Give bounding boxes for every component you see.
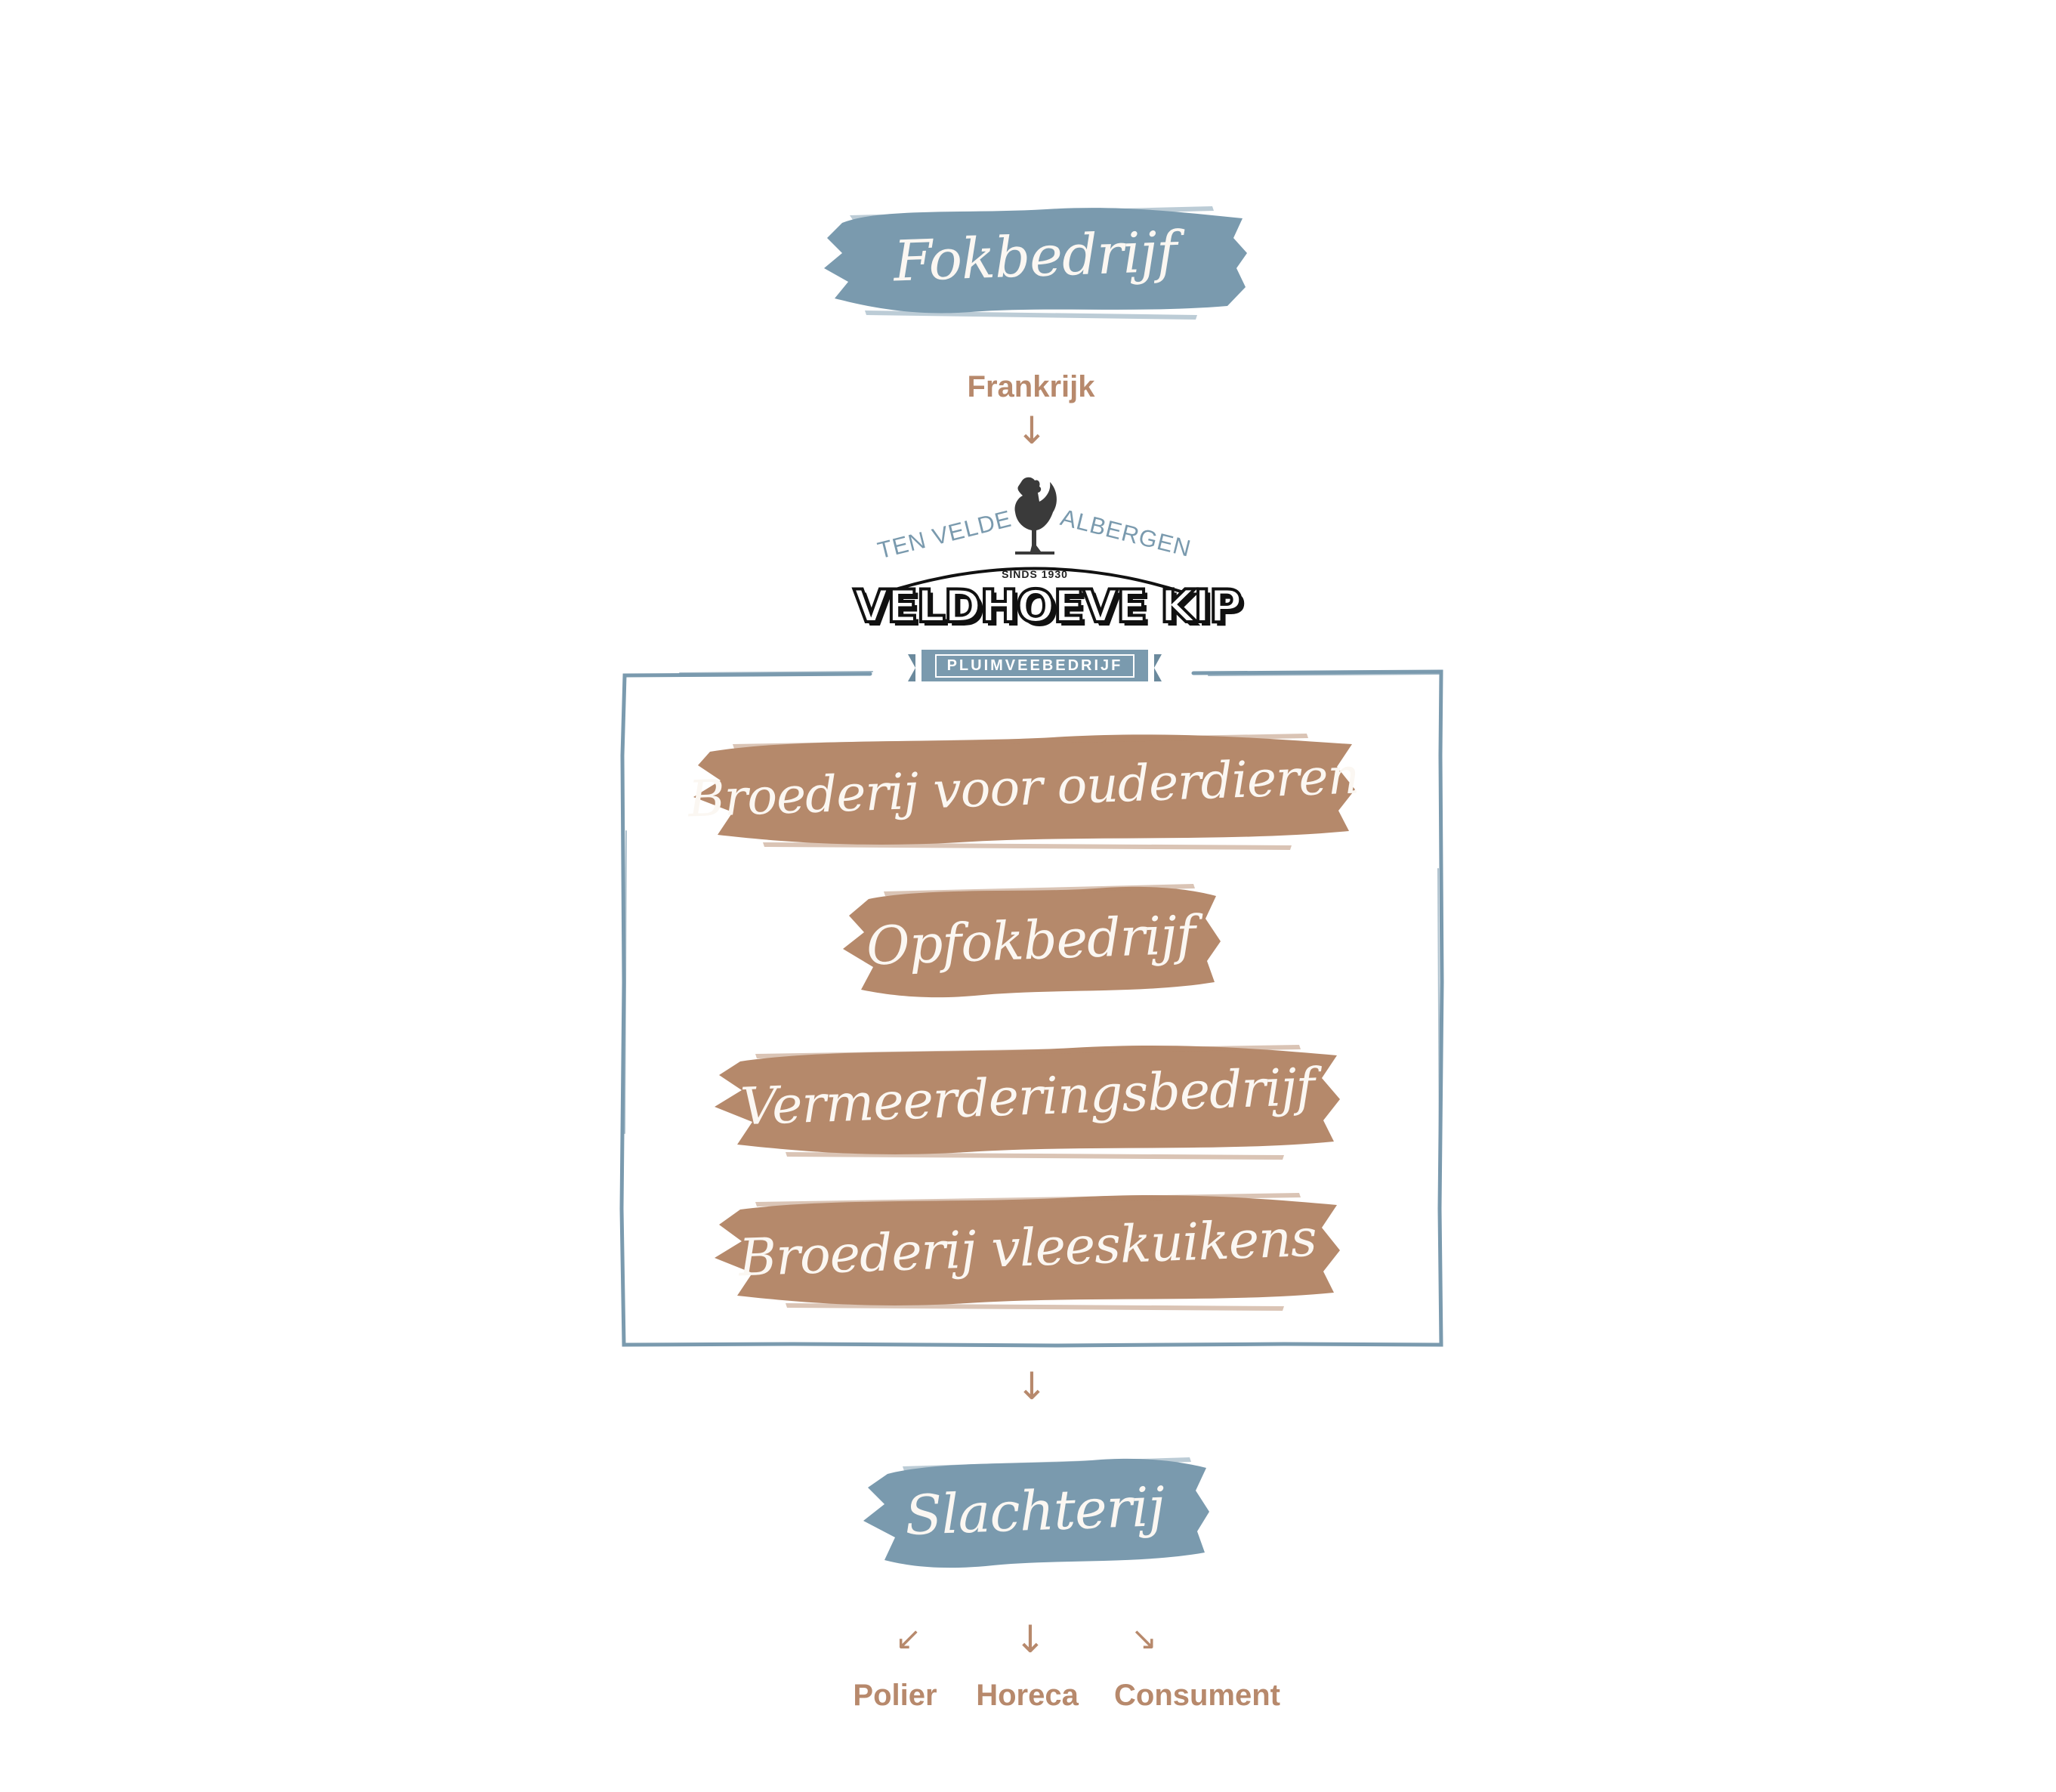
stage-broederij-vleeskuikens: Broederij vleeskuikens xyxy=(710,1182,1344,1315)
outlet-horeca: Horeca xyxy=(976,1679,1079,1712)
logo-ribbon: PLUIMVEEBEDRIJF xyxy=(908,650,1162,681)
arrow-down-right-icon: ↘ xyxy=(1131,1620,1158,1657)
outlet-consument: Consument xyxy=(1114,1679,1280,1712)
stage-opfokbedrijf: Opfokbedrijf xyxy=(838,876,1224,1005)
logo-arc-line xyxy=(883,567,1187,595)
stage-label: Fokbedrijf xyxy=(892,219,1178,295)
logo-brand: VELDHOEVE KIP xyxy=(852,579,1244,635)
veldhoeve-kip-logo: TEN VELDE ALBERGEN SINDS 1930 VELDHOEVE … xyxy=(846,476,1244,687)
brush-stroke-shape xyxy=(843,884,1221,998)
logo-since: SINDS 1930 xyxy=(1002,568,1068,580)
stage-label: Slachterij xyxy=(903,1475,1166,1547)
brush-stroke-shape xyxy=(715,1193,1340,1311)
origin-label: Frankrijk xyxy=(967,370,1095,403)
brush-stroke-shape xyxy=(693,734,1355,850)
stage-label: Opfokbedrijf xyxy=(866,904,1196,978)
arrow-down-icon: ↓ xyxy=(1016,409,1048,453)
outlet-polier: Polier xyxy=(853,1679,937,1712)
stage-broederij-ouderdieren: Broederij voor ouderdieren xyxy=(687,721,1360,854)
logo-ribbon-text: PLUIMVEEBEDRIJF xyxy=(934,653,1135,678)
stage-vermeerderingsbedrijf: Vermeerderingsbedrijf xyxy=(710,1031,1344,1163)
stage-slachterij: Slachterij xyxy=(857,1447,1212,1575)
arrow-down-icon: ↓ xyxy=(1016,1364,1048,1408)
arrow-down-icon: ↓ xyxy=(1014,1617,1046,1661)
arrow-down-left-icon: ↙ xyxy=(895,1620,922,1657)
brush-stroke-shape xyxy=(824,206,1247,320)
brush-stroke-shape xyxy=(863,1457,1209,1568)
stage-fokbedrijf: Fokbedrijf xyxy=(820,193,1250,321)
rooster-icon xyxy=(1014,477,1057,555)
brush-stroke-shape xyxy=(715,1045,1340,1160)
